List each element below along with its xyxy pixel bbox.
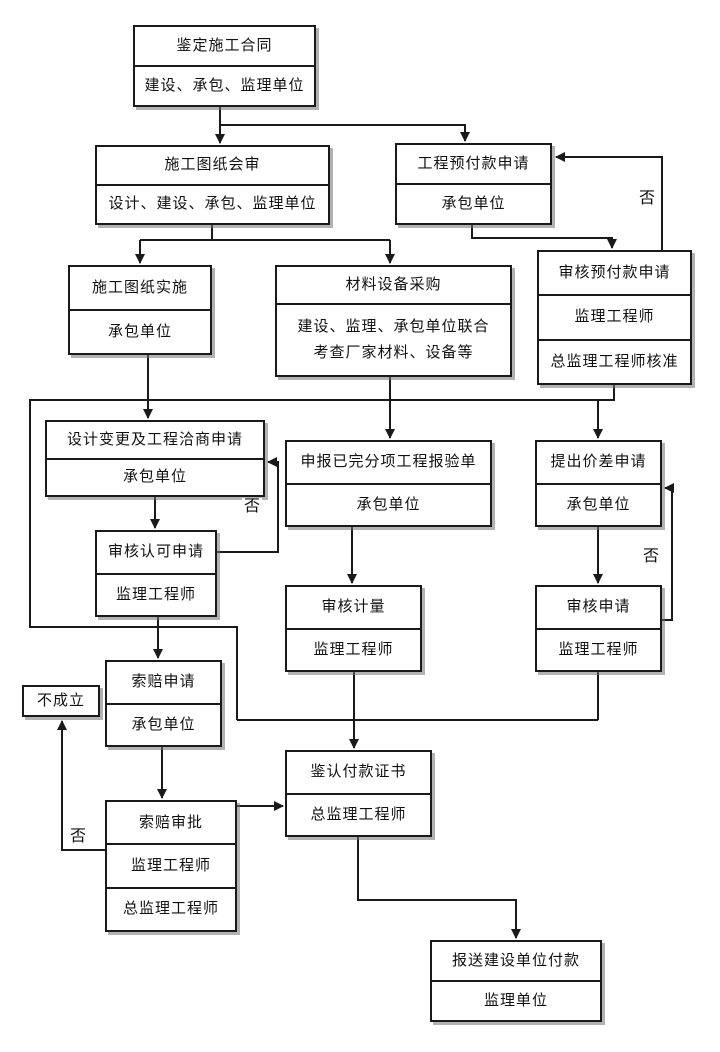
node-approval-review: 审核认可申请 监理工程师 [95,530,217,617]
node-claim-application-title: 索赔申请 [131,673,196,691]
node-contract: 鉴定施工合同 建设、承包、监理单位 [133,25,316,107]
node-contract-title: 鉴定施工合同 [176,36,273,54]
node-inspection-form-party: 承包单位 [287,482,490,526]
node-claim-application: 索赔申请 承包单位 [105,660,222,747]
node-material-procurement-detail: 建设、监理、承包单位联合 考查厂家材料、设备等 [277,303,510,375]
node-drawing-review: 施工图纸会审 设计、建设、承包、监理单位 [95,145,330,225]
node-measurement-review-title: 审核计量 [321,598,386,616]
node-claim-approval-title: 索赔审批 [138,813,203,831]
edge-prepayapply-to-review [471,225,617,249]
node-claim-approval: 索赔审批 监理工程师 总监理工程师 [105,800,237,932]
node-payment-submission-party: 监理单位 [432,980,600,1020]
node-application-review-party: 监理工程师 [537,627,660,671]
node-not-established: 不成立 [22,685,100,717]
node-measurement-review-party: 监理工程师 [287,627,420,671]
node-approval-review-title: 审核认可申请 [107,543,204,561]
node-price-difference-apply-title: 提出价差申请 [550,453,647,471]
edge-contract-to-prepayapply [220,124,470,142]
node-inspection-form-title: 申报已完分项工程报验单 [300,453,477,471]
node-payment-submission: 报送建设单位付款 监理单位 [430,940,602,1022]
node-payment-certificate-title: 鉴认付款证书 [310,763,407,781]
edge-no-loop-claim [57,720,105,851]
edge-label-no-pricediff: 否 [641,548,662,566]
node-payment-certificate: 鉴认付款证书 总监理工程师 [285,750,432,837]
edge-no-loop-pricediff [662,483,674,621]
node-prepayment-apply-party: 承包单位 [397,183,550,223]
node-prepayment-review: 审核预付款申请 监理工程师 总监理工程师核准 [537,250,692,385]
node-prepayment-review-party: 监理工程师 [539,294,690,338]
node-prepayment-apply-title: 工程预付款申请 [417,154,530,172]
node-drawing-review-title: 施工图纸会审 [164,156,261,174]
node-claim-application-party: 承包单位 [107,702,220,746]
node-material-procurement-title: 材料设备采购 [345,275,442,293]
node-measurement-review: 审核计量 监理工程师 [285,585,422,672]
node-payment-submission-title: 报送建设单位付款 [451,951,580,969]
edge-no-loop-designchange [217,457,279,553]
node-design-change-request: 设计变更及工程洽商申请 承包单位 [45,420,265,497]
edge-left-trunk [29,385,615,720]
edge-label-no-claim: 否 [68,828,89,846]
node-application-review-title: 审核申请 [566,598,631,616]
node-inspection-form: 申报已完分项工程报验单 承包单位 [285,440,492,527]
node-not-established-title: 不成立 [36,691,85,709]
node-material-procurement-detail-line1: 建设、监理、承包单位联合 [297,317,490,335]
node-design-change-request-title: 设计变更及工程洽商申请 [66,430,243,448]
node-drawing-implementation-party: 承包单位 [70,309,210,353]
node-approval-review-party: 监理工程师 [97,572,215,616]
edge-label-no-designchange: 否 [242,498,263,516]
edge-label-no-prepay: 否 [637,190,658,208]
node-prepayment-review-approver: 总监理工程师核准 [539,338,690,383]
node-price-difference-apply: 提出价差申请 承包单位 [535,440,662,527]
node-material-procurement-detail-line2: 考查厂家材料、设备等 [313,344,474,361]
node-claim-approval-party: 监理工程师 [107,843,235,886]
node-drawing-implementation: 施工图纸实施 承包单位 [68,265,212,355]
node-contract-party: 建设、承包、监理单位 [135,65,314,105]
node-drawing-implementation-title: 施工图纸实施 [91,278,188,296]
edge-paymentcert-to-send [357,837,521,939]
edge-no-loop-prepay [555,152,663,250]
node-design-change-request-party: 承包单位 [47,457,263,496]
node-material-procurement: 材料设备采购 建设、监理、承包单位联合 考查厂家材料、设备等 [275,265,512,377]
node-drawing-review-party: 设计、建设、承包、监理单位 [97,184,328,223]
node-application-review: 审核申请 监理工程师 [535,585,662,672]
node-price-difference-apply-party: 承包单位 [537,482,660,526]
node-prepayment-apply: 工程预付款申请 承包单位 [395,143,552,225]
node-claim-approval-chief: 总监理工程师 [107,886,235,930]
node-prepayment-review-title: 审核预付款申请 [558,264,671,282]
node-payment-certificate-party: 总监理工程师 [287,792,430,836]
